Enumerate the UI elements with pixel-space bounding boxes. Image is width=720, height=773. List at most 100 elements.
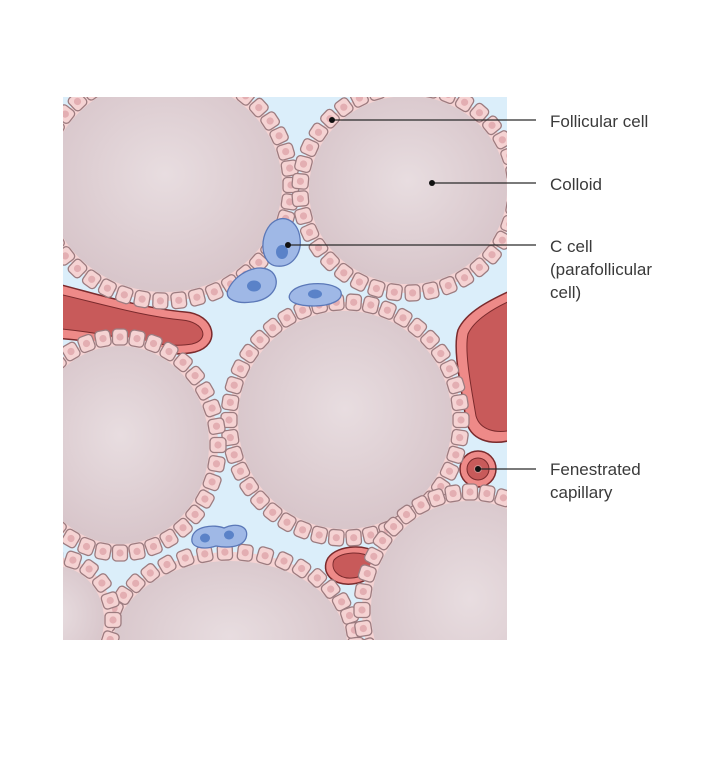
follicular-cell	[97, 71, 118, 92]
follicular-cell	[127, 541, 147, 562]
follicular-cell	[320, 690, 342, 712]
follicle	[220, 293, 470, 547]
follicular-cell	[461, 483, 479, 501]
follicular-cell	[274, 719, 294, 740]
follicular-cell	[0, 630, 10, 649]
follicular-cell	[125, 696, 147, 718]
follicular-cell	[93, 541, 113, 562]
label-follicular-cell: Follicular cell	[550, 110, 648, 133]
colloid	[371, 501, 507, 640]
follicular-cell	[96, 644, 113, 660]
follicular-cell	[421, 97, 441, 100]
follicular-cell	[18, 472, 38, 492]
follicular-cell	[98, 658, 117, 676]
tissue-panel	[0, 61, 586, 747]
follicle	[0, 548, 122, 691]
follicle	[95, 543, 365, 747]
follicular-cell	[188, 63, 207, 82]
follicular-cell	[14, 417, 32, 435]
follicular-cell	[186, 286, 207, 308]
label-line: C cell	[550, 237, 593, 256]
follicular-cell	[353, 619, 374, 638]
follicular-cell	[523, 504, 545, 526]
follicular-cell	[153, 61, 169, 78]
follicular-cell	[157, 715, 178, 736]
follicular-cell	[344, 528, 363, 547]
follicular-cell	[563, 637, 583, 656]
follicular-cell	[237, 728, 254, 746]
follicle	[14, 328, 227, 562]
follicular-cell	[93, 328, 113, 349]
follicular-cell	[340, 665, 360, 684]
follicular-cell	[556, 546, 577, 567]
follicular-cell	[291, 172, 310, 191]
follicular-cell	[31, 185, 48, 201]
follicular-cell	[509, 705, 530, 726]
follicular-cell	[63, 548, 64, 566]
follicular-cell	[372, 669, 394, 691]
follicular-cell	[34, 504, 56, 526]
follicular-cell	[206, 454, 227, 474]
follicular-cell	[33, 151, 52, 169]
follicular-cell	[309, 524, 329, 546]
follicular-cell	[27, 670, 46, 690]
follicular-cell	[63, 117, 67, 140]
follicular-cell	[217, 730, 233, 747]
follicular-cell	[535, 516, 557, 538]
follicular-cell	[450, 393, 470, 412]
follicular-cell	[327, 528, 346, 547]
follicular-cell	[293, 206, 314, 226]
follicle	[353, 483, 586, 735]
follicles	[0, 61, 586, 747]
follicular-cell	[353, 582, 374, 601]
follicular-cell	[256, 725, 275, 745]
follicular-cell	[405, 79, 421, 96]
follicular-cell	[291, 189, 310, 208]
follicular-cell	[344, 293, 363, 312]
follicular-cell	[523, 695, 545, 717]
follicular-cell	[563, 564, 583, 583]
follicular-cell	[196, 727, 214, 746]
follicular-cell	[477, 483, 497, 504]
follicular-cell	[10, 660, 32, 682]
follicular-cell	[0, 572, 19, 594]
label-line: (parafollicular	[550, 260, 653, 279]
follicular-cell	[209, 436, 227, 454]
follicular-cell	[0, 646, 19, 668]
follicular-cell	[113, 684, 135, 705]
follicular-cell	[48, 675, 63, 691]
follicular-cell	[37, 134, 57, 154]
follicular-cell	[508, 183, 524, 198]
colloid	[63, 346, 209, 544]
label-line: Follicular cell	[550, 112, 649, 131]
follicular-cell	[556, 653, 577, 674]
follicular-cell	[24, 489, 45, 510]
label-line: capillary	[550, 483, 613, 502]
follicular-cell	[421, 280, 441, 301]
follicular-cell	[478, 717, 495, 735]
follicular-cell	[24, 381, 45, 402]
leader-lines	[285, 117, 536, 472]
follicular-cell	[450, 428, 470, 447]
follicular-cell	[345, 651, 363, 668]
label-line: Fenestrated	[550, 460, 641, 479]
follicular-cell	[411, 705, 432, 726]
follicular-cell	[133, 62, 151, 80]
follicular-cell	[452, 411, 470, 429]
follicular-cell	[104, 671, 125, 691]
follicular-cell	[63, 230, 67, 253]
follicular-cell	[151, 291, 169, 310]
follicular-cell	[535, 682, 557, 704]
follicular-cell	[570, 603, 586, 618]
colloid	[309, 97, 507, 284]
label-line: cell)	[550, 283, 582, 302]
follicular-cell	[104, 611, 122, 629]
follicular-cell	[383, 682, 405, 704]
follicular-cell	[169, 290, 188, 310]
follicular-cell	[291, 711, 312, 733]
follicular-cell	[568, 620, 586, 637]
follicular-cell	[427, 712, 446, 732]
follicular-cell	[385, 282, 404, 302]
follicular-cell	[547, 530, 569, 552]
